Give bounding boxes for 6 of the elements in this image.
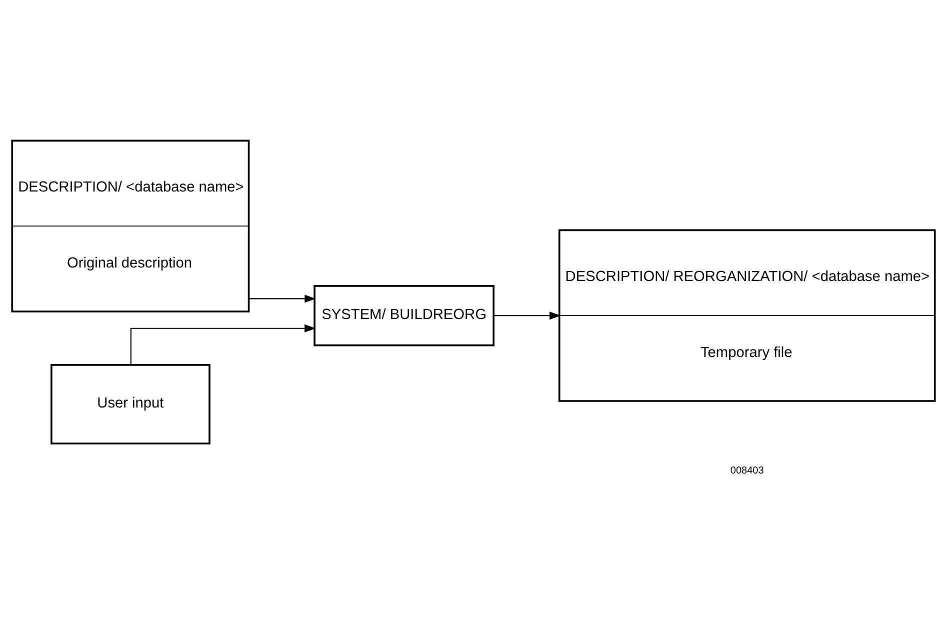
arrow xyxy=(130,324,316,365)
arrow xyxy=(248,294,316,303)
arrow xyxy=(494,312,561,320)
node-box: User input xyxy=(50,364,210,444)
label: 008403 xyxy=(730,465,764,476)
node-box: SYSTEM/ BUILDREORG xyxy=(314,285,495,346)
